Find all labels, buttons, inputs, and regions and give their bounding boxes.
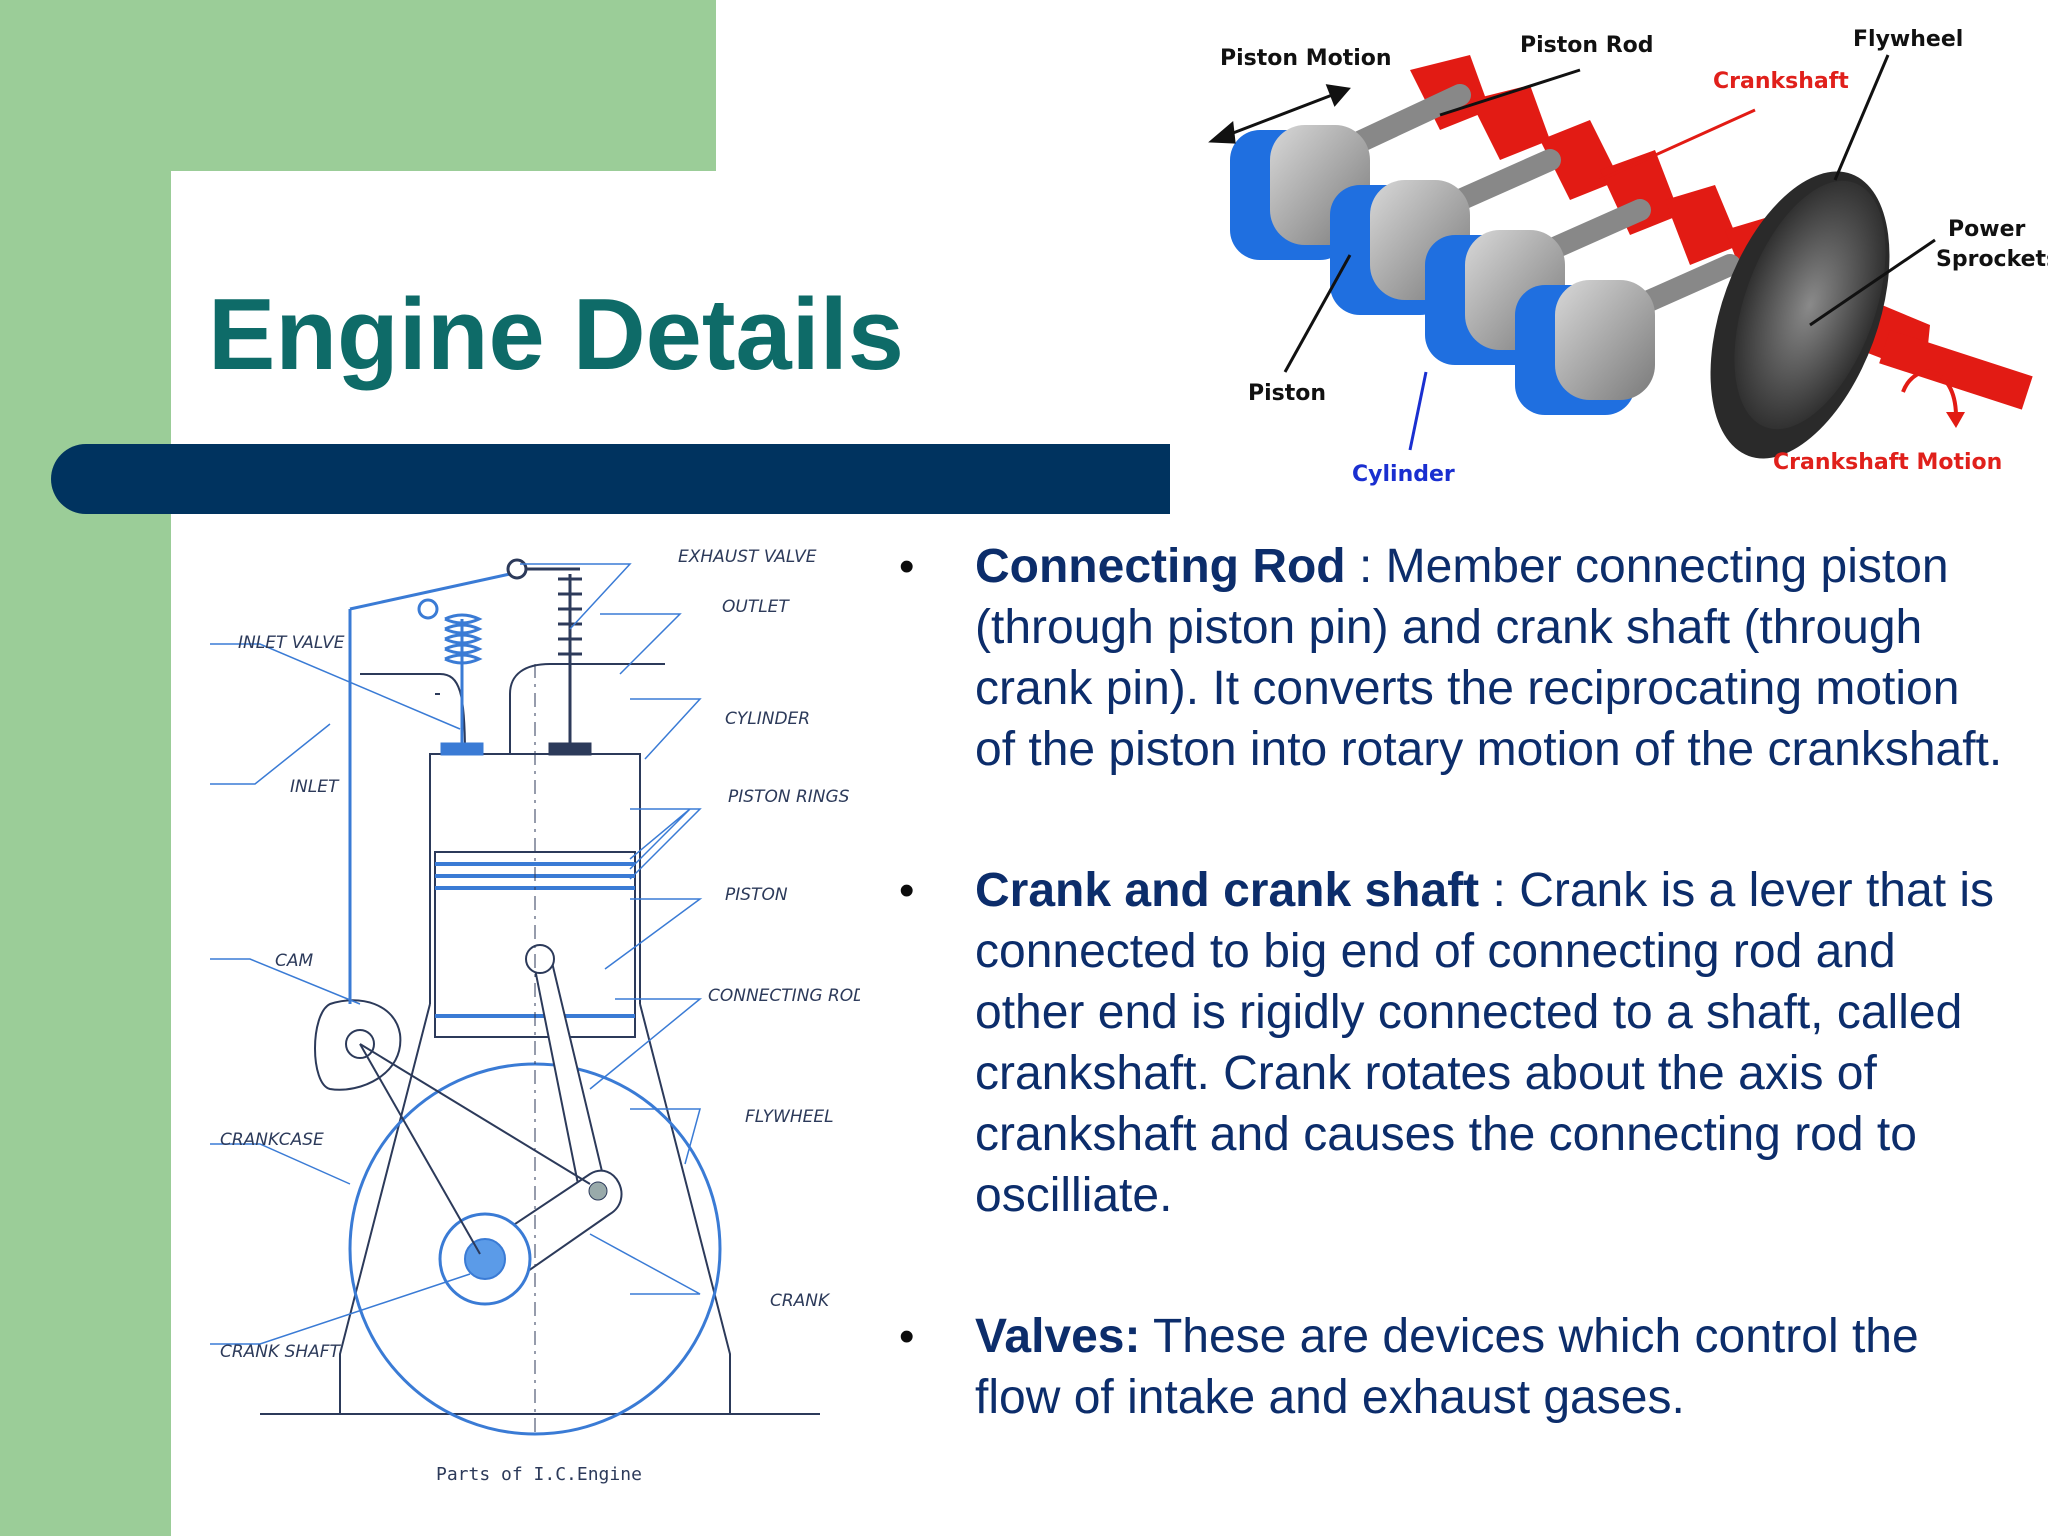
schematic-leaders <box>210 563 703 1345</box>
label-piston-schematic: PISTON <box>725 885 788 905</box>
crankshaft-motion-arrow <box>1901 369 1958 416</box>
label-flywheel: Flywheel <box>1853 27 1963 52</box>
pushrod-and-rocker <box>348 558 580 1004</box>
bullet-glyph: • <box>899 1312 915 1361</box>
bullet-text: These are devices which control the flow… <box>975 1310 1919 1424</box>
bullet-separator <box>1140 1310 1152 1363</box>
label-piston: Piston <box>1248 381 1326 406</box>
bullet-separator: : <box>1479 864 1520 917</box>
bullet-list: • Connecting Rod : Member connecting pis… <box>895 536 2005 1428</box>
bullet-glyph: • <box>899 866 915 915</box>
schematic-caption: Parts of I.C.Engine <box>436 1464 642 1485</box>
inlet-valve-shape <box>440 613 484 756</box>
label-piston-rod: Piston Rod <box>1520 33 1654 58</box>
bullet-term: Valves: <box>975 1310 1141 1363</box>
bullet-item-connecting-rod: • Connecting Rod : Member connecting pis… <box>895 536 2005 780</box>
label-flywheel-schematic: FLYWHEEL <box>745 1107 834 1127</box>
leader-lines <box>1208 54 1936 373</box>
label-crankcase: CRANKCASE <box>220 1130 324 1150</box>
label-exhaust-valve: EXHAUST VALVE <box>678 547 817 567</box>
cylinders <box>1230 125 1655 415</box>
label-crank: CRANK <box>770 1291 831 1311</box>
label-inlet-valve: INLET VALVE <box>238 633 345 653</box>
label-power: Power <box>1948 217 2025 242</box>
bullet-item-valves: • Valves: These are devices which contro… <box>895 1306 2005 1428</box>
label-cylinder-schematic: CYLINDER <box>725 709 810 729</box>
label-cam: CAM <box>275 951 313 971</box>
label-piston-rings: PISTON RINGS <box>728 787 850 807</box>
label-connecting-rod: CONNECTING ROD <box>708 986 860 1006</box>
slide-title: Engine Details <box>208 279 904 391</box>
cylinder-leader <box>1408 371 1428 451</box>
crank-shape <box>438 1169 623 1306</box>
bullet-glyph: • <box>899 542 915 591</box>
engine-3d-illustration: Piston Motion Piston Rod Flywheel Cranks… <box>1170 0 2048 528</box>
bullet-separator: : <box>1345 540 1386 593</box>
label-crankshaft-motion: Crankshaft Motion <box>1773 450 2002 475</box>
engine-3d-svg: Piston Motion Piston Rod Flywheel Cranks… <box>1208 27 2048 487</box>
bullet-term: Crank and crank shaft <box>975 864 1480 917</box>
green-sidebar-strip <box>0 0 171 1536</box>
ic-engine-schematic: EXHAUST VALVE OUTLET INLET VALVE CYLINDE… <box>210 534 860 1499</box>
flywheel-shape <box>1710 171 1890 459</box>
schematic-svg: EXHAUST VALVE OUTLET INLET VALVE CYLINDE… <box>210 547 860 1485</box>
title-divider-bar <box>51 444 1351 514</box>
label-cylinder: Cylinder <box>1352 462 1455 487</box>
label-inlet: INLET <box>290 777 340 797</box>
label-sprockets: Sprockets <box>1936 247 2048 272</box>
bullet-text: Crank is a lever that is connected to bi… <box>975 864 1995 1222</box>
bullet-term: Connecting Rod <box>975 540 1346 593</box>
label-outlet: OUTLET <box>722 597 790 617</box>
label-crank-shaft: CRANK SHAFT <box>220 1342 342 1362</box>
green-top-band <box>0 0 716 171</box>
crankshaft-leader <box>1599 108 1756 182</box>
bullet-item-crank: • Crank and crank shaft : Crank is a lev… <box>895 860 2005 1226</box>
crankshaft-motion-arrowhead <box>1946 412 1965 428</box>
exhaust-valve-shape <box>548 574 592 756</box>
bullet-text: Member connecting piston (through piston… <box>975 540 2003 776</box>
label-piston-motion: Piston Motion <box>1220 46 1392 71</box>
cam-shape <box>314 999 591 1255</box>
label-crankshaft: Crankshaft <box>1713 69 1849 94</box>
